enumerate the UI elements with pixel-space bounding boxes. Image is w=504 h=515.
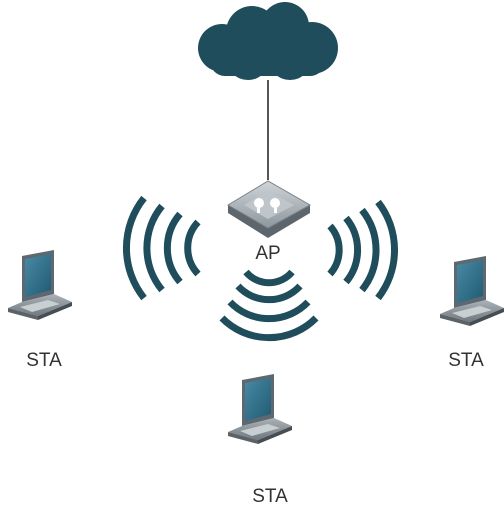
sta-left-label: STA bbox=[26, 350, 62, 371]
ap-label: AP bbox=[255, 243, 281, 264]
wireless-signal-bottom-icon bbox=[219, 269, 319, 342]
laptop-icon bbox=[228, 374, 292, 444]
access-point-icon bbox=[227, 180, 312, 238]
laptop-icon bbox=[440, 256, 504, 326]
wireless-signal-right-icon bbox=[327, 199, 398, 301]
wireless-signal-left-icon bbox=[123, 195, 201, 301]
sta-bottom-label: STA bbox=[252, 486, 288, 507]
laptop-icon bbox=[8, 250, 72, 320]
sta-right-label: STA bbox=[448, 350, 484, 371]
cloud-icon bbox=[198, 2, 338, 80]
